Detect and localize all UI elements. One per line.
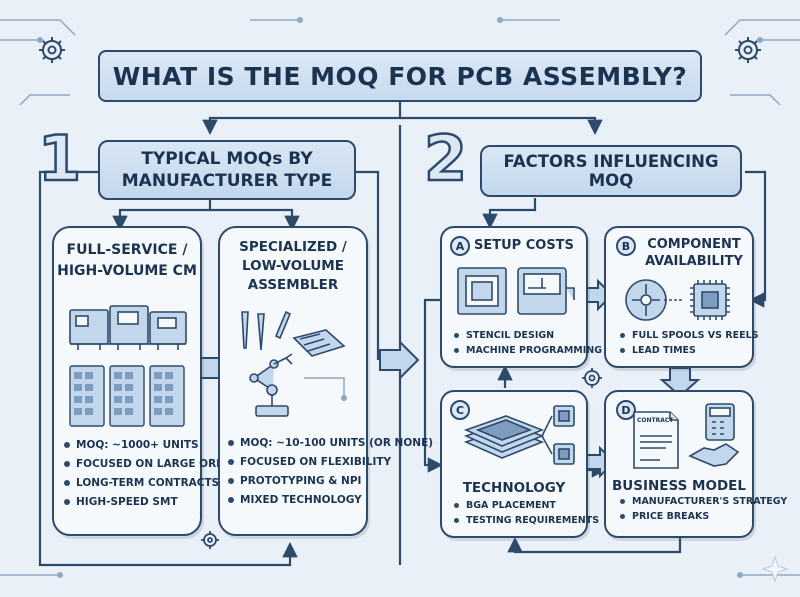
flow-arrow-5 (659, 367, 701, 398)
list-item: FOCUSED ON LARGE ORDERS (62, 455, 248, 474)
factor-title: TECHNOLOGY (462, 480, 566, 496)
list-item: BGA PLACEMENT (452, 498, 586, 513)
list-item: HIGH-SPEED SMT (62, 493, 200, 512)
factor-badge-a: A (450, 236, 470, 256)
list-item: LEAD TIMES (618, 343, 752, 358)
page-title: WHAT IS THE MOQ FOR PCB ASSEMBLY? (98, 50, 702, 102)
list-item: LONG-TERM CONTRACTS (62, 474, 219, 493)
factor-bullets: STENCIL DESIGN MACHINE PROGRAMMING (452, 328, 602, 358)
list-item: STENCIL DESIGN (452, 328, 586, 343)
factor-technology: C TECHNOLOGY BGA PLACEMENT TESTING REQUI… (440, 390, 599, 538)
bga-chip-icon (463, 405, 575, 465)
card-high-volume: FULL-SERVICE / HIGH-VOLUME CM MOQ: ~1000… (52, 226, 248, 536)
factor-business-model: D CONTRACT BUSINESS MODEL MANUFACTURER'S… (604, 390, 787, 538)
contract-label: CONTRACT (637, 417, 674, 424)
factor-setup-costs: A SETUP COSTS STENCIL DESIGN MACHINE PRO… (440, 226, 602, 368)
factor-bullets: MANUFACTURER'S STRATEGY PRICE BREAKS (618, 494, 787, 524)
stencil-machine-icon (457, 267, 575, 315)
factor-bullets: BGA PLACEMENT TESTING REQUIREMENTS (452, 498, 599, 528)
factor-title: BUSINESS MODEL (612, 478, 746, 494)
card-title: FULL-SERVICE / HIGH-VOLUME CM (57, 242, 197, 279)
section-number-2: 2 (423, 122, 469, 195)
card-low-volume-bullets: MOQ: ~10-100 UNITS (OR NONE) FOCUSED ON … (226, 434, 433, 510)
card-title: SPECIALIZED / LOW-VOLUME ASSEMBLER (239, 239, 347, 293)
factor-badge-c: C (450, 400, 470, 420)
list-item: TESTING REQUIREMENTS (452, 513, 599, 528)
circuit-traces (0, 19, 800, 576)
factor-bullets: FULL SPOOLS VS REELS LEAD TIMES (618, 328, 758, 358)
section-heading-2: FACTORS INFLUENCING MOQ (480, 145, 742, 197)
factor-component-availability: B COMPONENT AVAILABILITY FULL SPOOLS VS … (604, 226, 758, 368)
list-item: MACHINE PROGRAMMING (452, 343, 602, 358)
factor-badge-d: D (616, 400, 636, 420)
smt-line-icon (69, 305, 187, 427)
tools-and-robot-icon (241, 310, 347, 417)
list-item: MIXED TECHNOLOGY (226, 491, 368, 510)
gear-icon (39, 37, 65, 63)
card-high-volume-bullets: MOQ: ~1000+ UNITS FOCUSED ON LARGE ORDER… (62, 436, 248, 512)
factor-title: COMPONENT AVAILABILITY (645, 237, 743, 269)
flow-arrow-2 (379, 339, 420, 381)
gear-icon-right (735, 37, 761, 63)
list-item: FOCUSED ON FLEXIBILITY (226, 453, 391, 472)
section-heading-1: TYPICAL MOQs BY MANUFACTURER TYPE (98, 140, 356, 200)
list-item: PRICE BREAKS (618, 509, 754, 524)
list-item: FULL SPOOLS VS REELS (618, 328, 758, 343)
list-item: MOQ: ~1000+ UNITS (62, 436, 200, 455)
reel-and-chip-icon (625, 279, 730, 321)
list-item: PROTOTYPING & NPI (226, 472, 368, 491)
contract-and-handshake-icon (633, 403, 740, 469)
factor-title: SETUP COSTS (474, 238, 574, 253)
gear-icon-bottom (201, 531, 219, 549)
factor-badge-b: B (616, 236, 636, 256)
list-item: MANUFACTURER'S STRATEGY (618, 494, 787, 509)
list-item: MOQ: ~10-100 UNITS (OR NONE) (226, 434, 433, 453)
section-number-1: 1 (37, 122, 83, 195)
gear-icon-mid (582, 368, 602, 388)
sparkle-icon (761, 555, 789, 583)
card-low-volume: SPECIALIZED / LOW-VOLUME ASSEMBLER MOQ: … (218, 226, 433, 536)
